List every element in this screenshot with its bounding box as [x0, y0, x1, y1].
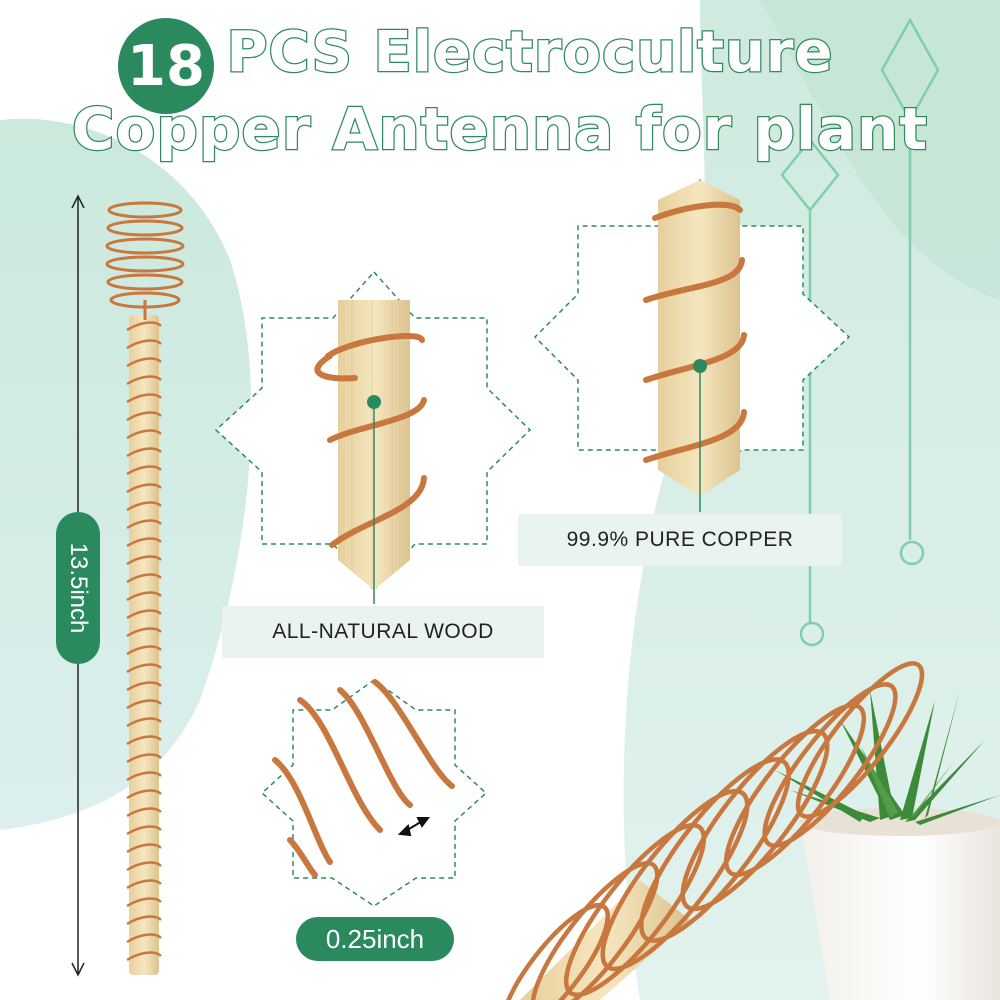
coil-wrap [126, 771, 162, 782]
coil-wrap [126, 573, 162, 584]
coil-wrap [126, 681, 162, 692]
full-antenna-product [105, 201, 185, 975]
coil-wrap [126, 375, 162, 386]
coil-wrap [126, 645, 162, 656]
copper-closeup-frame [533, 178, 851, 512]
left-mint-blob [0, 118, 252, 831]
coil-wrap [126, 753, 162, 764]
coil-wrap [126, 735, 162, 746]
coil-wrap [126, 879, 162, 890]
coil-wrap [126, 447, 162, 458]
title-line-1: PCS Electroculture [225, 19, 834, 87]
coil-wrap [126, 897, 162, 908]
title-line-2: Copper Antenna for plant [71, 94, 929, 165]
coil-wrap [126, 591, 162, 602]
coil-wrap [126, 321, 162, 332]
coil-wrap [126, 825, 162, 836]
coil-wrap [126, 555, 162, 566]
coil-wrap [126, 663, 162, 674]
coil-wrap [126, 933, 162, 944]
coil-wrap [126, 627, 162, 638]
coil-wrap [126, 483, 162, 494]
coil-gap-closeup-frame [260, 679, 488, 907]
wood-feature-label: ALL-NATURAL WOOD [222, 606, 544, 658]
coil-wrap [126, 429, 162, 440]
coil-wrap [126, 789, 162, 800]
coil-wrap [126, 915, 162, 926]
coil-wrap [126, 411, 162, 422]
coil-wrap [126, 465, 162, 476]
coil-wrap [126, 861, 162, 872]
coil-wrap [126, 537, 162, 548]
coil-wrap [126, 393, 162, 404]
right-mint-accent [760, 0, 1000, 300]
coil-wrap [126, 501, 162, 512]
coil-wrap [126, 807, 162, 818]
large-antenna-coil [499, 661, 925, 1000]
coil-wrap [126, 717, 162, 728]
coil-wrap [126, 519, 162, 530]
coil-wrap [126, 357, 162, 368]
coil-wrap [126, 609, 162, 620]
coil-wrap [126, 699, 162, 710]
length-dimension-badge: 13.5inch [56, 512, 100, 664]
copper-feature-label: 99.9% PURE COPPER [518, 514, 842, 566]
coil-wrap [126, 339, 162, 350]
double-arrow-icon [397, 817, 430, 837]
decorative-line-right-1 [880, 17, 940, 566]
length-dimension-text: 13.5inch [65, 542, 92, 634]
quantity-badge: 18 [118, 18, 214, 114]
wire-gap-dimension-badge: 0.25inch [296, 917, 454, 961]
coil-wrap [126, 843, 162, 854]
coil-wrap [126, 951, 162, 962]
wood-closeup-frame [214, 270, 532, 604]
